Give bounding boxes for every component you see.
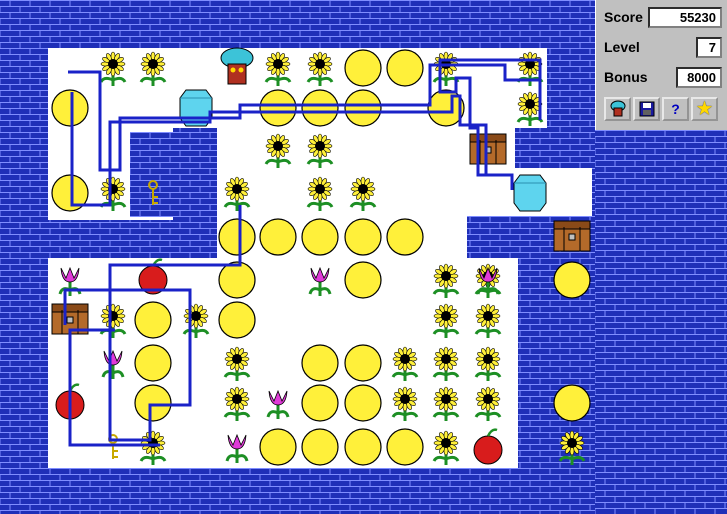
coin-icon: [259, 218, 297, 256]
coin-icon: [301, 218, 339, 256]
coin-icon: [51, 174, 89, 212]
coin-icon: [344, 261, 382, 299]
coin-icon: [301, 89, 339, 127]
coin-icon: [218, 218, 256, 256]
tulip-icon: [266, 389, 290, 419]
player-button[interactable]: [604, 97, 631, 121]
sunflower-icon: [223, 176, 251, 211]
player-path-2: [70, 92, 488, 207]
coin-icon: [51, 89, 89, 127]
level-value: 7: [696, 36, 722, 58]
sunflower-icon: [264, 51, 292, 86]
sunflower-icon: [474, 386, 502, 421]
score-label: Score: [604, 9, 643, 25]
coin-icon: [553, 384, 591, 422]
sunflower-icon: [432, 303, 460, 338]
sunflower-icon: [432, 386, 460, 421]
player-path-3: [63, 205, 242, 442]
sunflower-icon: [99, 176, 127, 211]
right-board-area: [595, 130, 727, 514]
coin-icon: [344, 384, 382, 422]
coin-icon: [301, 384, 339, 422]
coin-icon: [134, 301, 172, 339]
coin-icon: [218, 301, 256, 339]
player-character: [220, 47, 254, 85]
coin-icon: [344, 218, 382, 256]
help-icon: ?: [671, 101, 680, 117]
sunflower-icon: [516, 91, 544, 126]
coin-icon: [218, 261, 256, 299]
coin-icon: [301, 344, 339, 382]
sunflower-icon: [264, 133, 292, 168]
level-label: Level: [604, 39, 640, 55]
sunflower-icon: [139, 51, 167, 86]
coin-icon: [344, 89, 382, 127]
sunflower-icon: [223, 346, 251, 381]
star-icon: ★: [696, 99, 713, 118]
sunflower-icon: [306, 51, 334, 86]
bonus-value: 8000: [676, 66, 722, 88]
sunflower-icon: [432, 430, 460, 465]
sunflower-icon: [432, 263, 460, 298]
key-icon: [148, 180, 158, 205]
bonus-label: Bonus: [604, 69, 648, 85]
star-button[interactable]: ★: [691, 97, 718, 121]
game-board[interactable]: [0, 0, 595, 514]
sunflower-icon: [223, 386, 251, 421]
sunflower-icon: [306, 133, 334, 168]
coin-icon: [427, 89, 465, 127]
apple-icon: [473, 428, 503, 465]
help-button[interactable]: ?: [662, 97, 689, 121]
crystal-icon: [513, 174, 547, 212]
sunflower-icon: [391, 346, 419, 381]
treasure-chest-icon: [469, 133, 507, 165]
sunflower-icon: [99, 51, 127, 86]
sunflower-icon: [306, 176, 334, 211]
treasure-chest-icon: [553, 220, 591, 252]
sunflower-icon: [391, 386, 419, 421]
player-icon: [610, 100, 625, 117]
player-path-4: [68, 328, 160, 447]
coin-icon: [344, 344, 382, 382]
tulip-icon: [225, 433, 249, 463]
coin-icon: [259, 89, 297, 127]
sunflower-icon: [474, 303, 502, 338]
sunflower-icon: [558, 430, 586, 465]
sunflower-icon: [474, 346, 502, 381]
coin-icon: [386, 49, 424, 87]
coin-icon: [344, 428, 382, 466]
sunflower-icon: [349, 176, 377, 211]
save-button[interactable]: [633, 97, 660, 121]
sunflower-icon: [432, 346, 460, 381]
coin-icon: [134, 384, 172, 422]
tulip-icon: [308, 266, 332, 296]
score-value: 55230: [648, 6, 722, 28]
coin-icon: [386, 428, 424, 466]
coin-icon: [259, 428, 297, 466]
status-panel: Score 55230 Level 7 Bonus 8000 ? ★: [595, 0, 727, 130]
coin-icon: [553, 261, 591, 299]
coin-icon: [134, 344, 172, 382]
tulip-icon: [476, 266, 500, 296]
coin-icon: [344, 49, 382, 87]
coin-icon: [301, 428, 339, 466]
save-disk-icon: [639, 101, 654, 117]
coin-icon: [386, 218, 424, 256]
